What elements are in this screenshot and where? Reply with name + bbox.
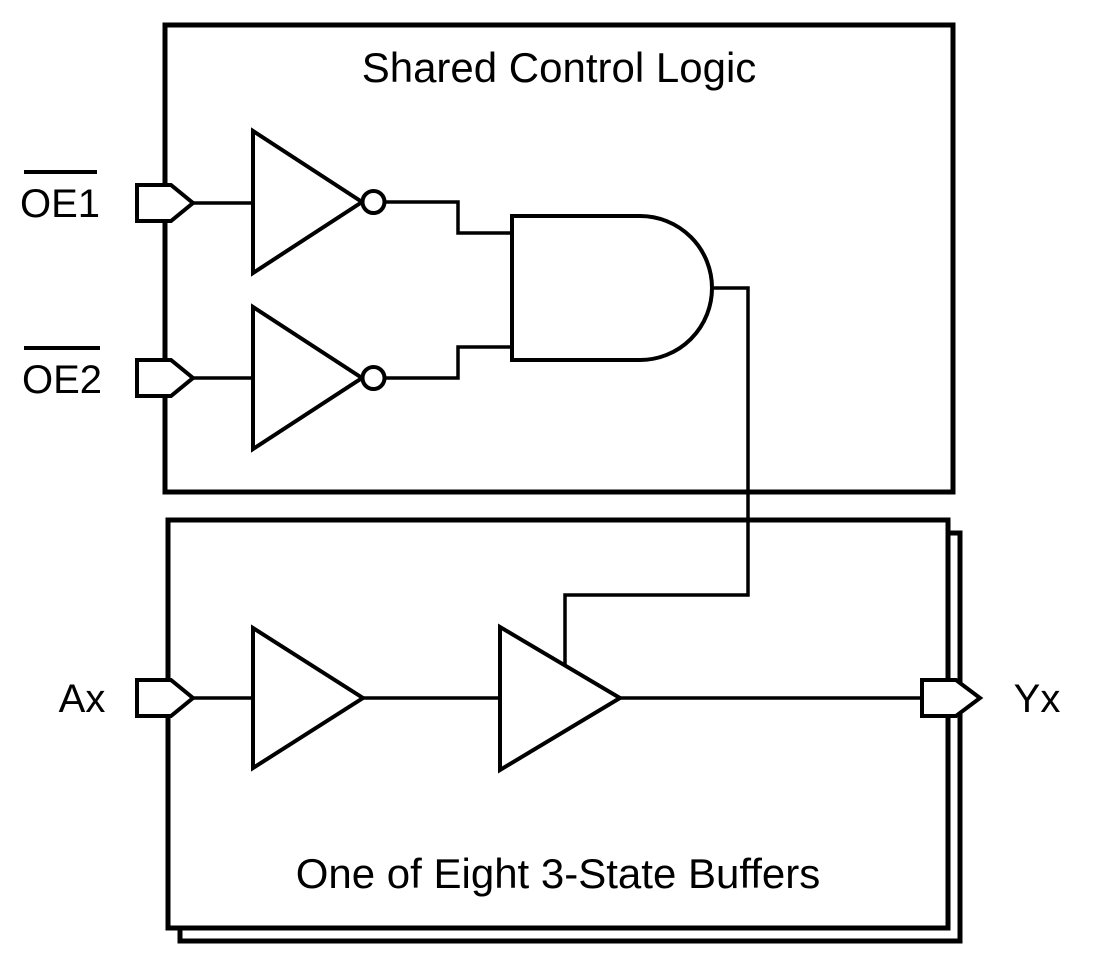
oe1-input: OE1 bbox=[20, 127, 512, 277]
top-block-title: Shared Control Logic bbox=[362, 44, 757, 91]
ax-input-pin-icon bbox=[135, 678, 197, 718]
inverter-2-output-wire bbox=[384, 345, 512, 380]
ax-label: Ax bbox=[59, 677, 106, 721]
inverter-1-output-wire bbox=[384, 200, 512, 235]
oe2-label: OE2 bbox=[22, 358, 102, 402]
inverter-2-gate-icon bbox=[251, 303, 366, 453]
buffer-path: Ax Yx bbox=[59, 623, 1061, 774]
and-gate-icon bbox=[510, 214, 714, 362]
yx-label: Yx bbox=[1014, 677, 1061, 721]
bottom-block-title: One of Eight 3-State Buffers bbox=[296, 850, 821, 897]
inverter-1-gate-icon bbox=[251, 127, 366, 277]
oe2-input-pin-icon bbox=[135, 358, 197, 398]
buffer-2-gate-icon bbox=[498, 623, 624, 774]
inverter-2-bubble-icon bbox=[360, 365, 387, 391]
yx-output-pin-icon bbox=[920, 678, 984, 718]
oe1-label: OE1 bbox=[20, 182, 100, 226]
enable-wire bbox=[563, 286, 750, 666]
buffer-1-gate-icon bbox=[251, 624, 367, 772]
inverter-1-bubble-icon bbox=[360, 189, 387, 215]
oe2-input: OE2 bbox=[22, 303, 512, 453]
oe1-input-pin-icon bbox=[135, 183, 197, 223]
